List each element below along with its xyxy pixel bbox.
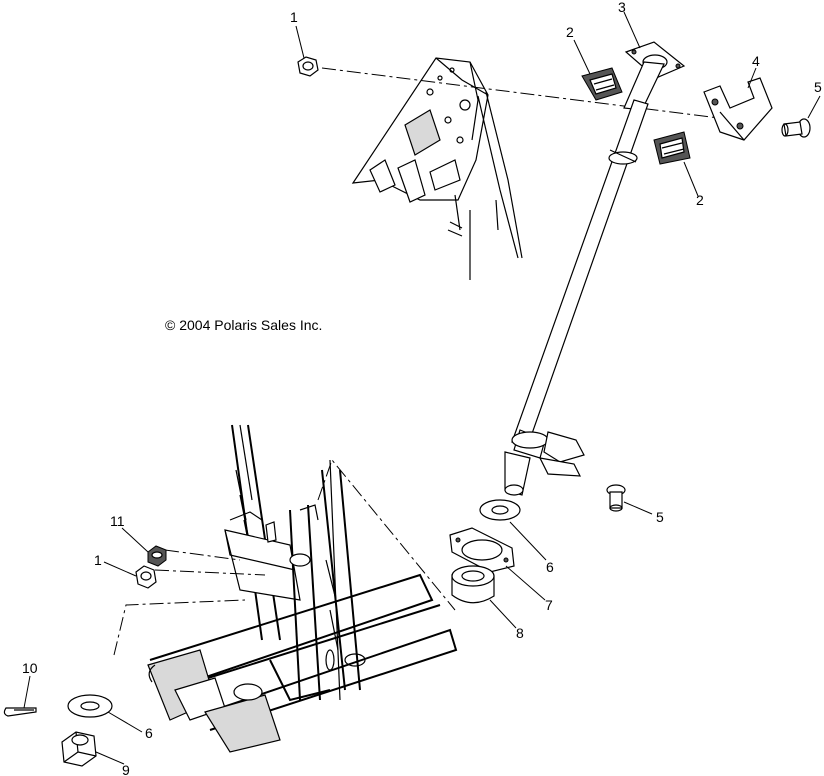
callout-3: 3 xyxy=(618,0,626,15)
part-9-castle-nut xyxy=(61,731,97,767)
part-6-washer-center xyxy=(479,499,521,521)
part-6-washer-lower xyxy=(67,694,113,718)
callout-4: 4 xyxy=(752,53,760,69)
part-2-bushing-lower xyxy=(653,131,691,165)
callout-9: 9 xyxy=(122,762,130,776)
part-1-nut-lower xyxy=(135,565,157,589)
part-5-bolt-upper xyxy=(781,118,811,138)
part-4-bracket xyxy=(703,77,773,141)
callout-2-upper: 2 xyxy=(566,24,574,40)
part-7-flange-plate xyxy=(449,527,515,573)
callout-5-upper: 5 xyxy=(814,79,822,95)
callout-6-lower: 6 xyxy=(145,725,153,741)
callout-6-center: 6 xyxy=(546,559,554,575)
alignment-line-upper xyxy=(321,67,736,121)
callout-leaders xyxy=(23,11,821,765)
alignment-line-lower-b xyxy=(113,599,246,656)
callout-2-lower: 2 xyxy=(696,192,704,208)
copyright-notice: © 2004 Polaris Sales Inc. xyxy=(165,317,323,333)
callout-5-lower: 5 xyxy=(656,509,664,525)
upper-mounting-bracket xyxy=(351,57,523,280)
lower-frame xyxy=(147,424,458,753)
alignment-line-lower-c xyxy=(154,569,266,576)
part-1-nut-upper xyxy=(297,56,319,77)
alignment-line-lower-d xyxy=(164,549,241,561)
part-11-locknut xyxy=(147,545,167,567)
callout-10: 10 xyxy=(22,660,38,676)
callout-7: 7 xyxy=(545,597,553,613)
part-2-bushing-upper xyxy=(581,67,623,101)
callout-8: 8 xyxy=(516,625,524,641)
part-5-bolt-lower xyxy=(606,484,626,512)
part-8-bushing xyxy=(451,565,495,604)
part-10-cotter-pin xyxy=(3,707,37,717)
part-3-steering-post xyxy=(504,41,686,496)
callout-11: 11 xyxy=(110,513,125,529)
callout-1-lower: 1 xyxy=(94,552,102,568)
callout-1-upper: 1 xyxy=(290,9,298,25)
alignment-line-lower-a xyxy=(317,458,456,611)
